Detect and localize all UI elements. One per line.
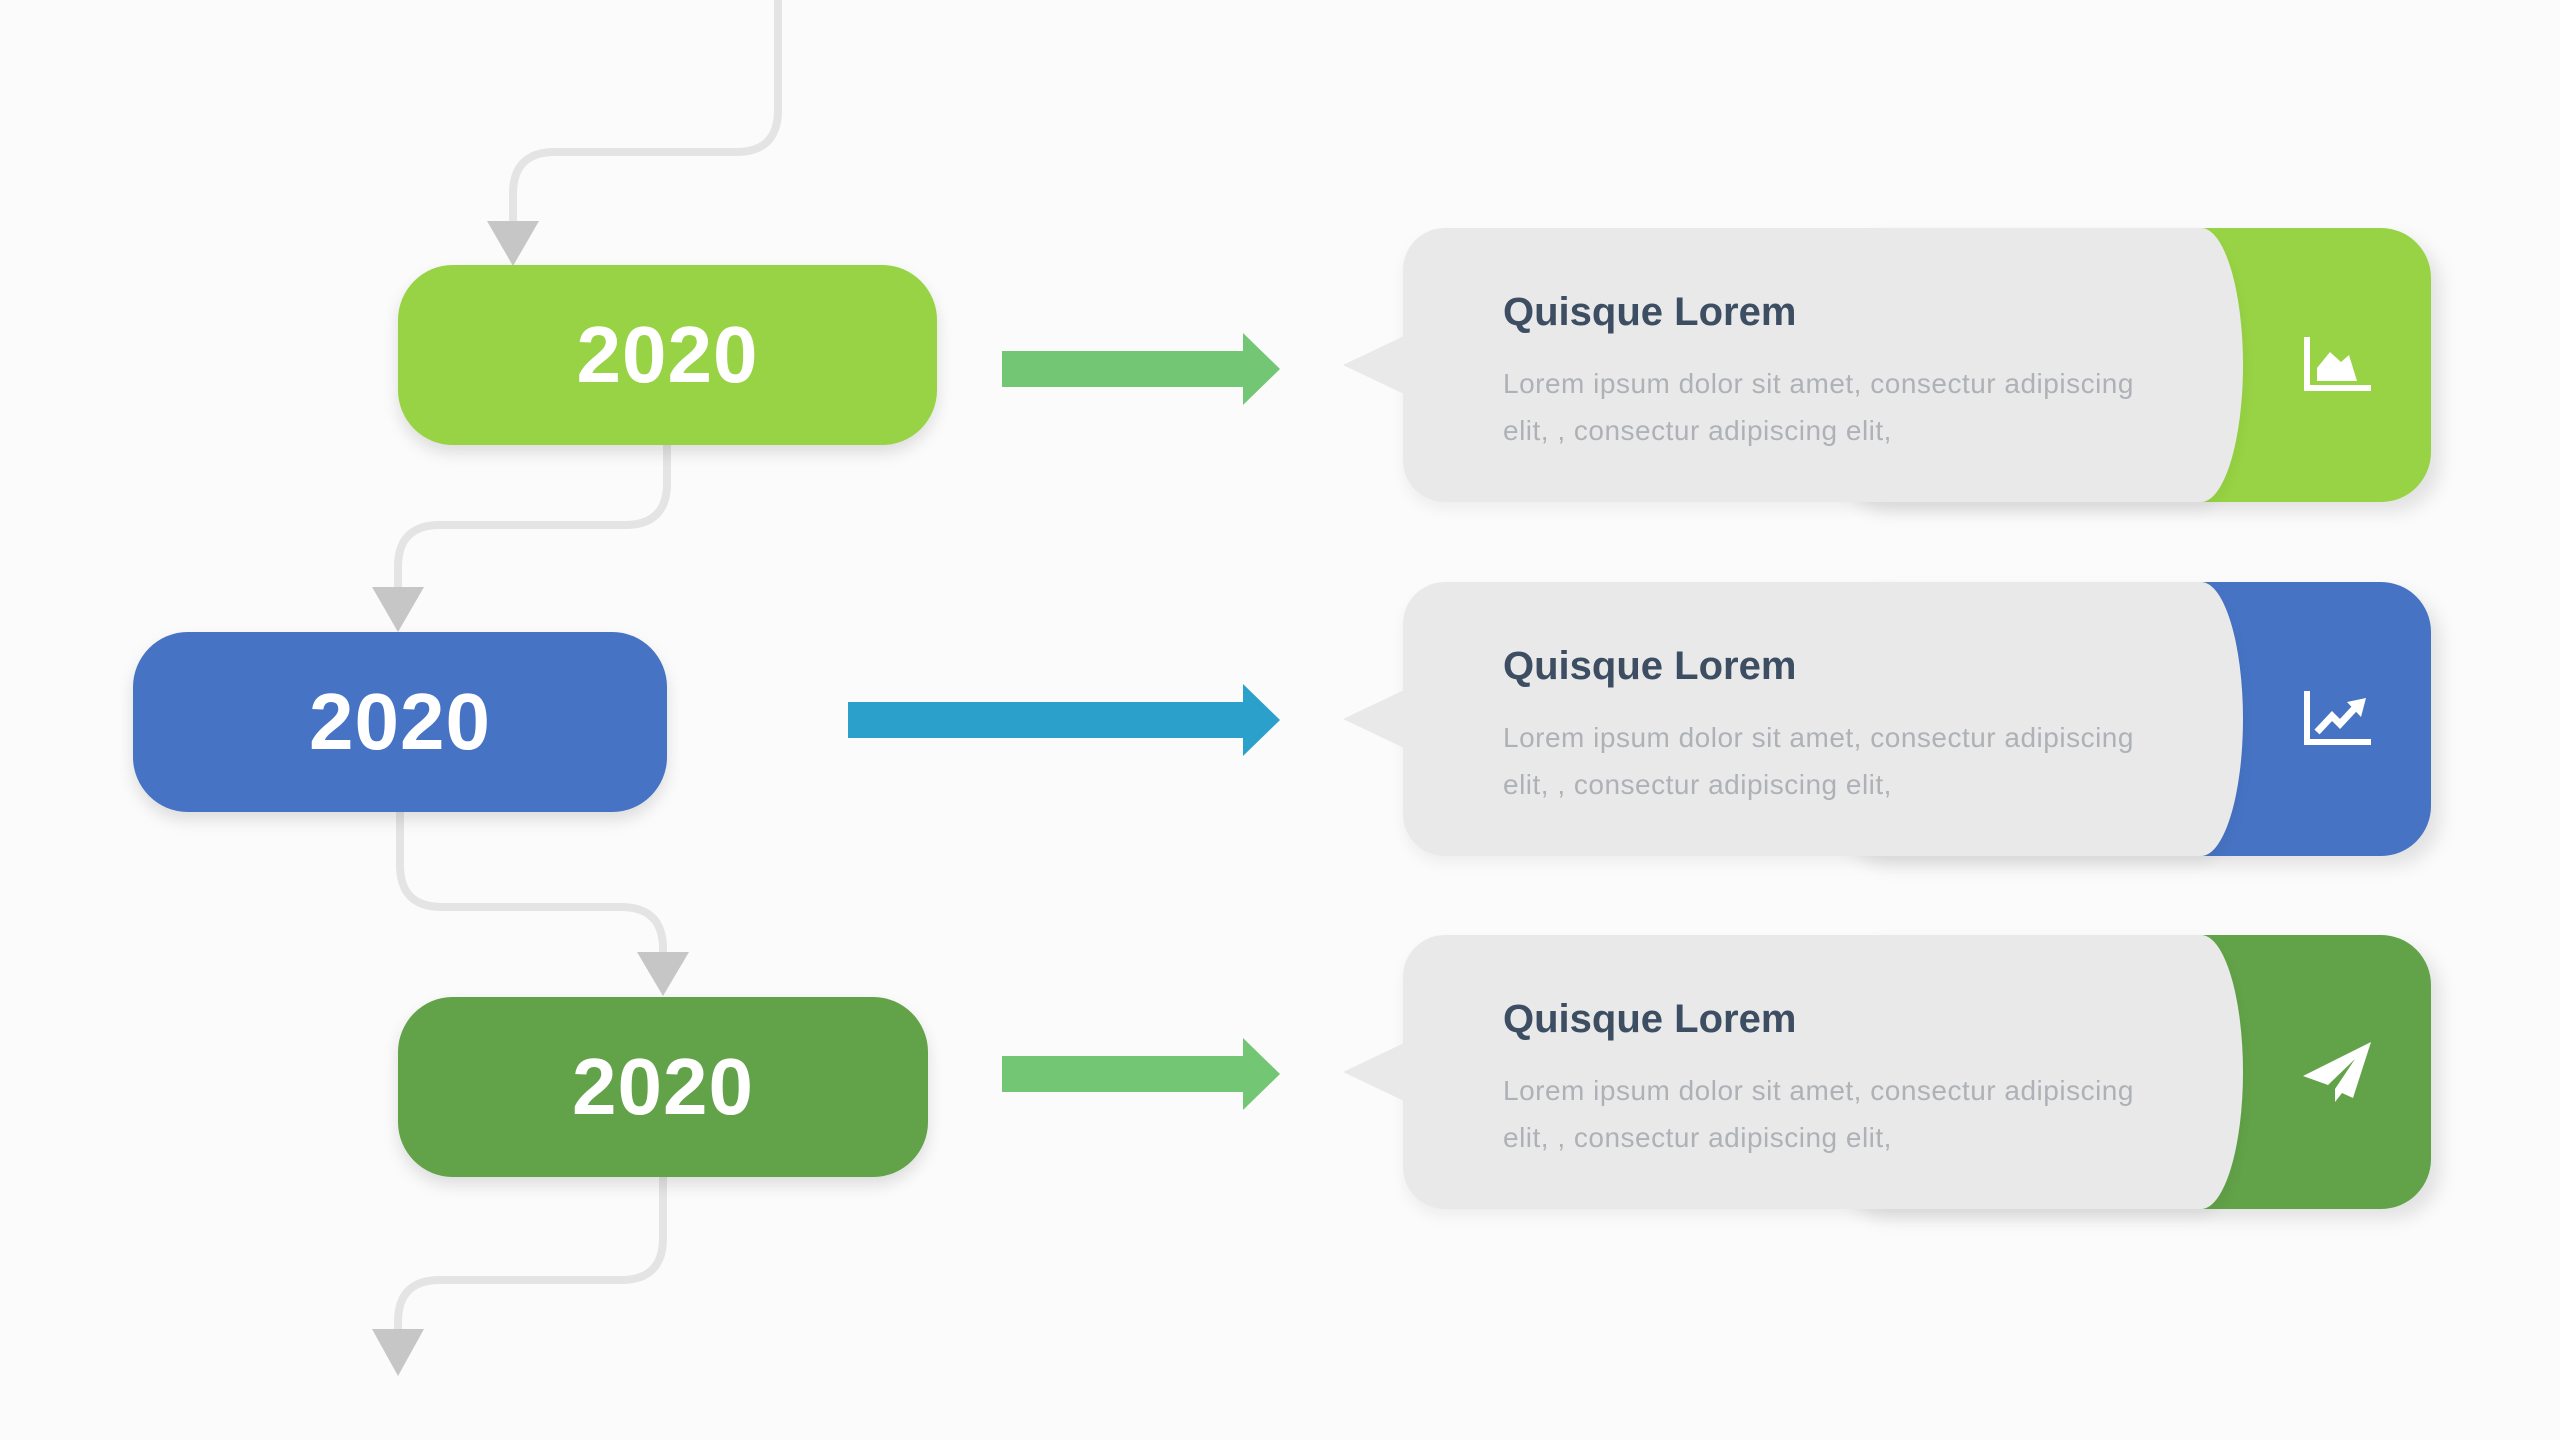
block-arrow-1 <box>1002 333 1280 405</box>
year-badge-3: 2020 <box>398 997 928 1177</box>
connector-line-bottom <box>394 1177 667 1329</box>
card-body-text: Lorem ipsum dolor sit amet, consectur ad… <box>1503 360 2134 454</box>
block-arrow-3 <box>1002 1038 1280 1110</box>
paper-plane-icon <box>2303 1042 2371 1102</box>
card-pointer <box>1343 690 1404 748</box>
card-body-text: Lorem ipsum dolor sit amet, consectur ad… <box>1503 1067 2134 1161</box>
info-card-2: Quisque Lorem Lorem ipsum dolor sit amet… <box>1343 582 2431 856</box>
year-badge-2: 2020 <box>133 632 667 812</box>
info-card-1: Quisque Lorem Lorem ipsum dolor sit amet… <box>1343 228 2431 502</box>
connector-line-1-2 <box>394 445 671 587</box>
card-body-line: Lorem ipsum dolor sit amet, consectur ad… <box>1503 368 2134 399</box>
card-title: Quisque Lorem <box>1503 644 1797 688</box>
area-chart-icon <box>2304 337 2371 391</box>
line-chart-icon <box>2304 691 2371 745</box>
card-body-text: Lorem ipsum dolor sit amet, consectur ad… <box>1503 714 2134 808</box>
connector-arrowhead-4 <box>372 1329 424 1376</box>
connector-line-2-3 <box>396 812 667 952</box>
year-label: 2020 <box>576 310 759 399</box>
card-body-line: elit, , consectur adipiscing elit, <box>1503 1122 1892 1153</box>
year-badge-1: 2020 <box>398 265 937 445</box>
year-label: 2020 <box>309 677 491 766</box>
block-arrow-2 <box>848 684 1280 756</box>
card-title: Quisque Lorem <box>1503 997 1797 1041</box>
card-body-line: elit, , consectur adipiscing elit, <box>1503 415 1892 446</box>
year-label: 2020 <box>572 1042 754 1131</box>
card-body-panel <box>1403 935 2243 1209</box>
info-card-3: Quisque Lorem Lorem ipsum dolor sit amet… <box>1343 935 2431 1209</box>
connector-arrowhead-2 <box>372 587 424 632</box>
card-pointer <box>1343 1043 1404 1101</box>
connector-line-top <box>509 0 782 221</box>
card-body-panel <box>1403 582 2243 856</box>
card-body-panel <box>1403 228 2243 502</box>
card-body-line: elit, , consectur adipiscing elit, <box>1503 769 1892 800</box>
card-title: Quisque Lorem <box>1503 290 1797 334</box>
card-pointer <box>1343 336 1404 394</box>
card-body-line: Lorem ipsum dolor sit amet, consectur ad… <box>1503 1075 2134 1106</box>
card-body-line: Lorem ipsum dolor sit amet, consectur ad… <box>1503 722 2134 753</box>
connector-arrowhead-1 <box>487 221 539 266</box>
connector-arrowhead-3 <box>637 952 689 996</box>
